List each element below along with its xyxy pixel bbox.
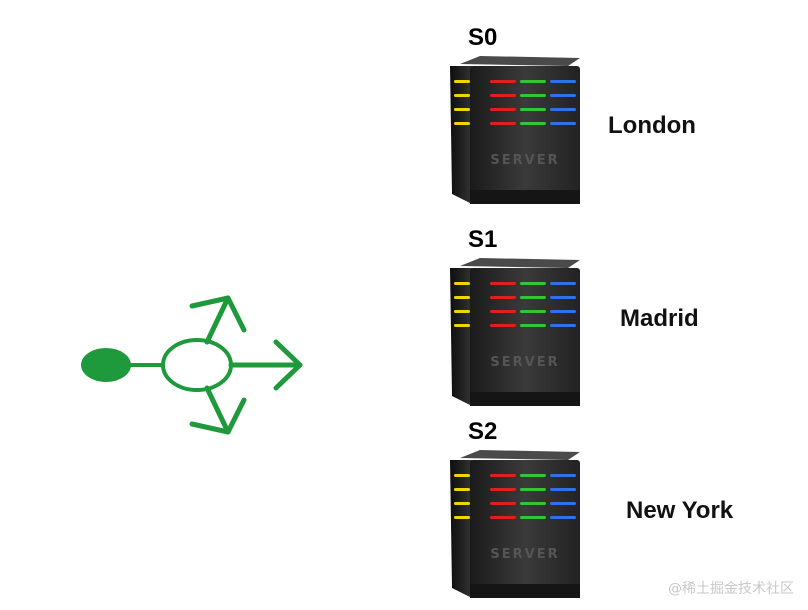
server-led [490, 122, 516, 125]
server-s2: S2 SERVER [440, 418, 590, 608]
server-base [470, 584, 580, 598]
server-led [550, 502, 576, 505]
server-led [454, 108, 470, 111]
server-logo: SERVER [490, 355, 559, 370]
city-label-london: London [608, 112, 696, 139]
server-led [550, 108, 576, 111]
arrow-up-right-icon [189, 295, 247, 345]
watermark: @稀土掘金技术社区 [668, 581, 794, 597]
server-led [454, 488, 470, 491]
server-led [454, 502, 470, 505]
server-led [520, 108, 546, 111]
server-front [470, 460, 580, 598]
server-led [550, 94, 576, 97]
server-front [470, 66, 580, 204]
server-s1: S1 SERVER [440, 226, 590, 416]
server-top [460, 56, 580, 66]
server-icon: SERVER [450, 450, 580, 598]
server-s0: S0 SERVER [440, 24, 590, 214]
server-led [520, 502, 546, 505]
server-led [454, 80, 470, 83]
server-front [470, 268, 580, 406]
server-side [450, 268, 472, 406]
server-id-label: S1 [468, 226, 498, 253]
server-led [520, 296, 546, 299]
server-led [550, 282, 576, 285]
server-led [520, 122, 546, 125]
server-id-label: S0 [468, 24, 498, 51]
server-icon: SERVER [450, 258, 580, 406]
server-logo: SERVER [490, 153, 559, 168]
server-led [520, 94, 546, 97]
server-led [520, 324, 546, 327]
server-led [490, 296, 516, 299]
arrow-right-icon [228, 339, 303, 391]
server-led [520, 80, 546, 83]
server-led [520, 516, 546, 519]
server-led [520, 488, 546, 491]
arrow-down-right-icon [189, 385, 247, 435]
server-led [490, 488, 516, 491]
server-led [454, 282, 470, 285]
source-node [81, 348, 131, 382]
server-led [490, 282, 516, 285]
server-led [490, 80, 516, 83]
server-led [550, 324, 576, 327]
city-label-new-york: New York [626, 497, 734, 524]
server-led [454, 324, 470, 327]
server-logo: SERVER [490, 547, 559, 562]
server-side [450, 460, 472, 598]
server-led [550, 516, 576, 519]
server-led [550, 488, 576, 491]
server-top [460, 450, 580, 460]
server-led [454, 122, 470, 125]
server-led [520, 310, 546, 313]
server-led [490, 516, 516, 519]
server-id-label: S2 [468, 418, 498, 445]
server-led [490, 502, 516, 505]
server-led [454, 474, 470, 477]
server-led [490, 108, 516, 111]
server-led [550, 310, 576, 313]
server-led [454, 310, 470, 313]
server-base [470, 392, 580, 406]
load-balancer-icon [81, 295, 303, 435]
city-label-madrid: Madrid [620, 305, 699, 332]
server-led [520, 282, 546, 285]
server-led [550, 474, 576, 477]
server-led [550, 122, 576, 125]
server-led [520, 474, 546, 477]
server-led [490, 474, 516, 477]
server-led [490, 324, 516, 327]
server-led [490, 94, 516, 97]
server-base [470, 190, 580, 204]
server-top [460, 258, 580, 268]
server-led [454, 296, 470, 299]
server-icon: SERVER [450, 56, 580, 204]
server-led [454, 94, 470, 97]
server-led [490, 310, 516, 313]
balancer-node [161, 338, 233, 392]
server-led [454, 516, 470, 519]
server-side [450, 66, 472, 204]
server-led [550, 296, 576, 299]
server-led [550, 80, 576, 83]
